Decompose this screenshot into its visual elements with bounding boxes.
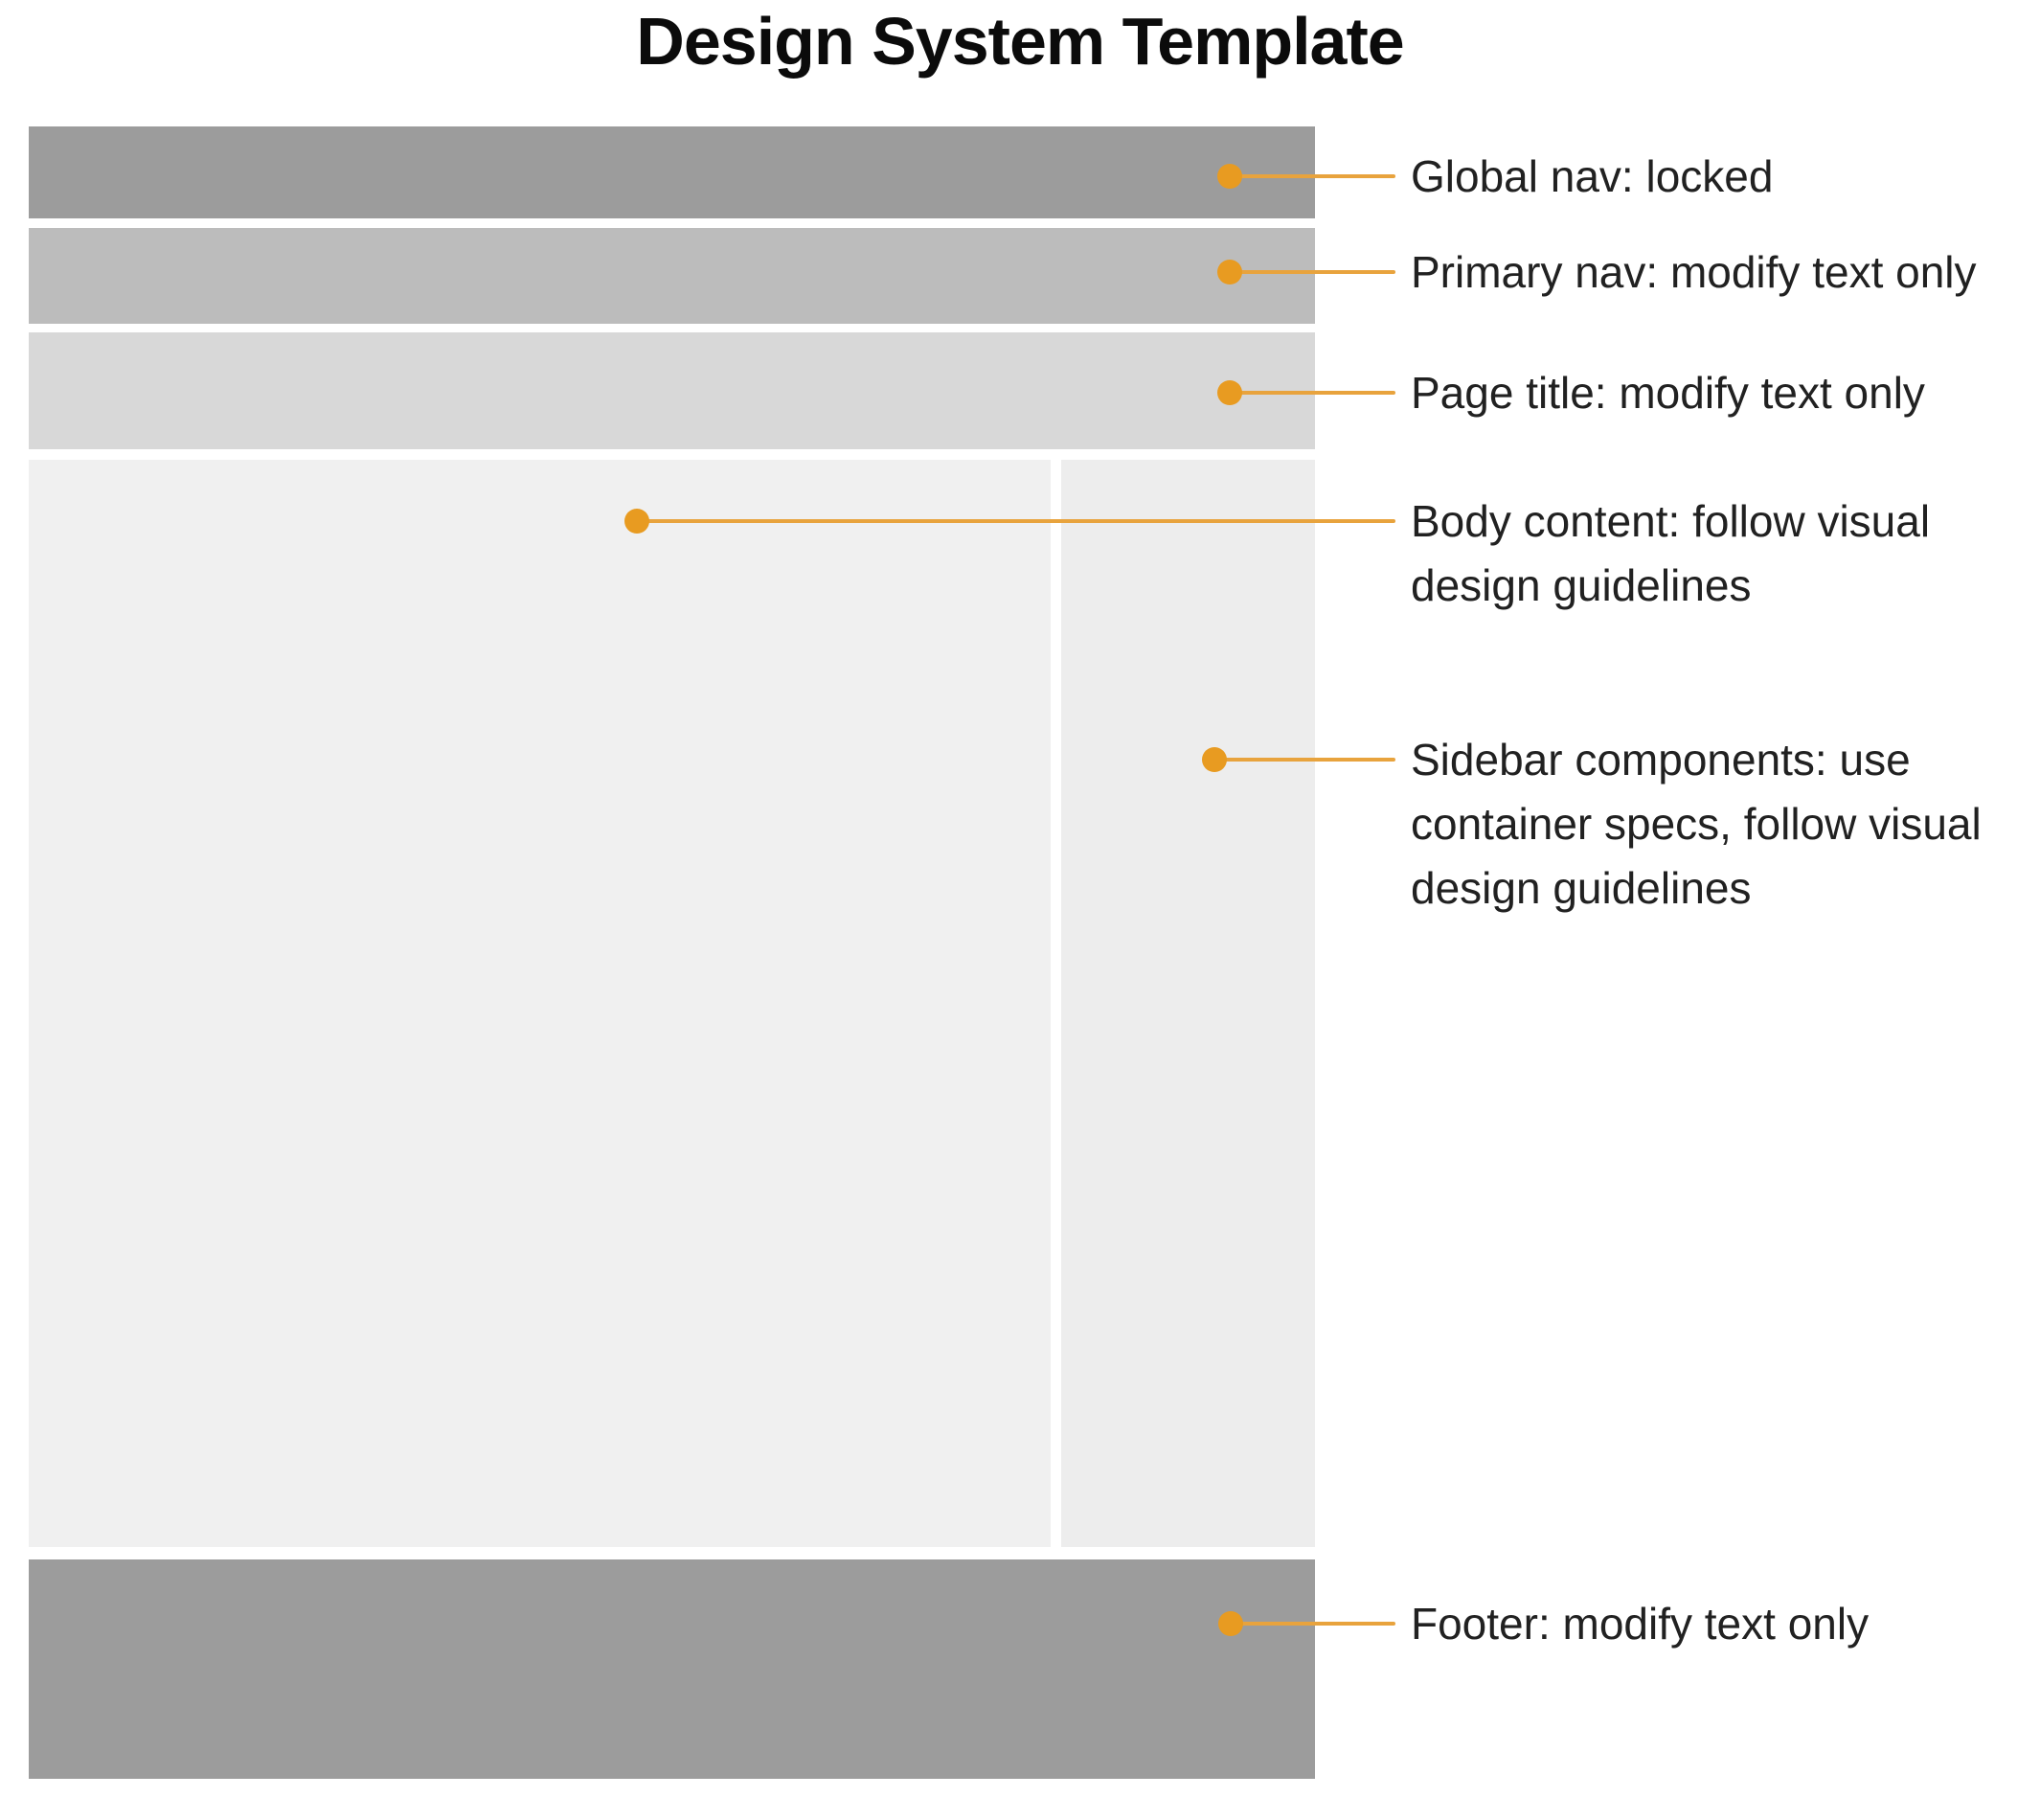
footer-callout-dot: [1218, 1611, 1243, 1636]
primary-nav-bar: [29, 228, 1315, 324]
footer-callout-line: [1231, 1622, 1395, 1626]
footer-annotation: Footer: modify text only: [1411, 1599, 1870, 1649]
sidebar-callout-dot: [1202, 747, 1227, 772]
footer-bar: [29, 1559, 1315, 1779]
diagram-title: Design System Template: [636, 4, 1404, 79]
page-title-bar: [29, 332, 1315, 449]
body-content-callout-line: [637, 519, 1395, 523]
global-nav-callout-dot: [1217, 164, 1242, 189]
global-nav-bar: [29, 126, 1315, 218]
page-title-callout-line: [1230, 391, 1395, 395]
page-title-annotation: Page title: modify text only: [1411, 368, 1925, 418]
body-content-region: [29, 460, 1051, 1547]
primary-nav-callout-line: [1230, 270, 1395, 274]
global-nav-callout-line: [1230, 174, 1395, 178]
sidebar-annotation: Sidebar components: use container specs,…: [1411, 735, 1982, 913]
body-content-callout-dot: [624, 509, 649, 534]
global-nav-annotation: Global nav: locked: [1411, 151, 1774, 201]
sidebar-callout-line: [1214, 758, 1395, 762]
page-title-callout-dot: [1217, 380, 1242, 405]
primary-nav-callout-dot: [1217, 260, 1242, 284]
sidebar-region: [1061, 460, 1315, 1547]
primary-nav-annotation: Primary nav: modify text only: [1411, 247, 1977, 297]
body-content-annotation: Body content: follow visual design guide…: [1411, 496, 1931, 610]
